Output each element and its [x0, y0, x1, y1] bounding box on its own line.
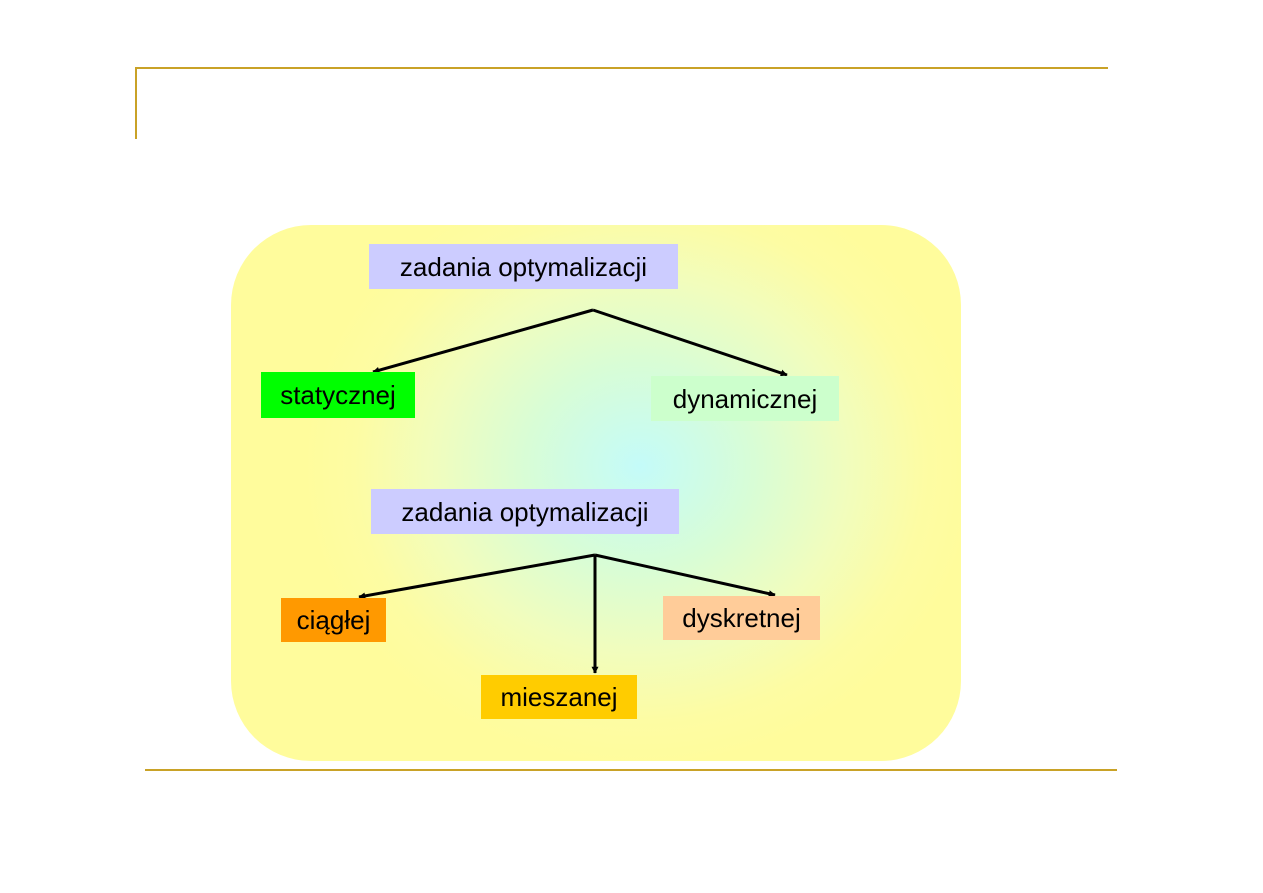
- node-continuous: ciągłej: [281, 598, 386, 642]
- arrow-root2-to-continuous: [358, 553, 596, 600]
- node-optimization-tasks-top: zadania optymalizacji: [369, 244, 678, 289]
- node-mixed: mieszanej: [481, 675, 637, 719]
- node-dynamic: dynamicznej: [651, 376, 839, 421]
- node-discrete: dyskretnej: [663, 596, 820, 640]
- bottom-rule-line: [145, 769, 1117, 771]
- node-static: statycznej: [261, 372, 415, 418]
- arrow-root1-to-static: [372, 308, 594, 374]
- arrow-root2-to-discrete: [594, 553, 776, 598]
- arrow-root1-to-dynamic: [592, 308, 788, 377]
- top-rule-tick: [135, 67, 137, 139]
- node-optimization-tasks-bottom: zadania optymalizacji: [371, 489, 679, 534]
- top-rule-line: [136, 67, 1108, 69]
